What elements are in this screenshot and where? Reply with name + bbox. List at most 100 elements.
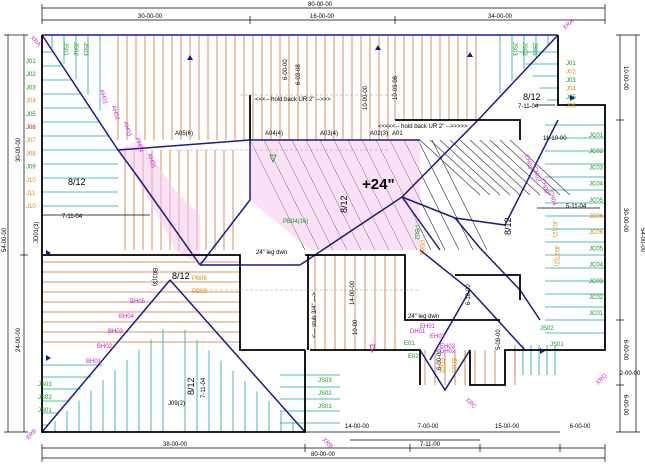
diagonal-line	[419, 139, 481, 196]
misc-member-label: PB03	[418, 240, 424, 255]
diagonal-line	[479, 139, 541, 196]
pitch-top-right: 8/12	[523, 92, 541, 102]
js-bottom-mid-label: JS02	[318, 391, 332, 397]
diagonal-line	[459, 139, 521, 196]
a-girder-label: A04(4)	[265, 131, 283, 137]
j-right-label: J03	[566, 78, 576, 84]
diagonal-line	[469, 139, 531, 196]
dim-bottom-seg-3: 7-00-00	[418, 424, 439, 430]
jc-right-label: JC03	[589, 279, 604, 285]
v-dim-5: 14-00-00	[350, 280, 356, 305]
js-top-left-label: JS01	[62, 42, 68, 56]
diagonal-line	[449, 139, 511, 196]
ch-label: CH01	[523, 154, 533, 171]
v-dim-8: 6-00-00	[437, 349, 443, 370]
j-right-label: J02	[566, 70, 576, 76]
pb-label: PB05	[192, 289, 207, 295]
marker-pink-triangle	[369, 344, 376, 354]
dim-right-seg-3: 6-00-00	[622, 340, 628, 361]
ch-label: CH02	[531, 166, 541, 183]
dim-bottom-seg-1: 38-00-00	[163, 442, 188, 448]
hold-back-note-2: <<<<<-- hold back UR 2" -->>>>>	[378, 124, 468, 130]
jc-right-label: JC06	[589, 230, 604, 236]
j-left-label: J07	[26, 138, 36, 144]
js-top-left-label: JS02	[72, 42, 78, 56]
jc-right-label: JC05	[589, 246, 604, 252]
v-dim-7: 5-09-00	[496, 329, 502, 350]
dim-left-seg-2: 24-00-00	[16, 327, 22, 352]
dim-right-seg-5: 6-00-00	[622, 395, 628, 416]
js-bottom-mid-label: JS01	[318, 404, 332, 410]
dim-bottom-sub: 7-11-00	[420, 442, 441, 448]
j-left-label: J05	[26, 112, 36, 118]
dim-bottom-seg-4: 15-00-00	[495, 424, 520, 430]
jc-right-label: JC06	[589, 214, 604, 220]
dim-bottom-seg-5: 6-00-00	[570, 424, 591, 430]
misc-member-label: J07(2)	[551, 220, 557, 237]
ah-label: AH03	[122, 121, 132, 138]
jc-right-label: JC01	[589, 133, 604, 139]
ch-label: CH03	[539, 178, 549, 195]
j-left-label: J11	[26, 191, 36, 197]
gray-dash-lines	[170, 94, 420, 291]
ah-label: AH02	[110, 105, 120, 122]
ah-label: AH05	[146, 153, 156, 170]
jack-rafter-lines	[42, 35, 605, 432]
bh-label: BH03	[108, 329, 124, 335]
v-dim-3: 10-00-00	[363, 85, 369, 110]
v-dim-1: 6-00-00	[283, 59, 289, 80]
common-rafter-lines	[42, 35, 516, 385]
a-girder-label: A02(3)	[370, 131, 388, 137]
ah-label: AH01	[98, 89, 108, 106]
pitch-left: 8/12	[68, 177, 86, 187]
pitch-right: 8/12	[503, 217, 513, 235]
dim-top-total: 80-00-00	[308, 2, 333, 8]
misc-member-label: JS02	[540, 326, 554, 332]
dim-left-seg-1: 30-00-00	[16, 137, 22, 162]
js-bottom-left-label: JS02	[38, 395, 52, 401]
pitch-center: 8/12	[339, 195, 349, 213]
marker-green-triangle	[269, 154, 277, 164]
dim-bottom-total: 80-00-00	[311, 452, 336, 458]
jc-right-label: JC03	[589, 165, 604, 171]
misc-member-label: PB04(16)	[283, 219, 308, 225]
j-right-label: J06	[566, 104, 576, 110]
js-top-right-label: JS02	[521, 42, 527, 56]
misc-member-label: B01(3)	[151, 268, 157, 286]
pitch-mid-left: 8/12	[172, 271, 190, 281]
pink-region-left	[118, 140, 200, 265]
a-girder-label: A03(4)	[320, 131, 338, 137]
pb-label: PB06	[192, 276, 207, 282]
dim-right-seg-1: 10-00-00	[622, 66, 628, 91]
misc-member-label: E02	[408, 354, 419, 360]
diagonal-line	[429, 139, 491, 196]
eh-label: EH02	[430, 334, 446, 340]
ah-label: AH04	[134, 137, 144, 154]
jc-right-label: JC02	[589, 295, 604, 301]
member-labels: J01J02J03J04J05J06J07J08J09J10J11J10J01J…	[25, 18, 609, 450]
v-dim-9: 6-10-00	[466, 284, 472, 305]
bh-label: BH05	[130, 299, 146, 305]
misc-member-label: ED03	[450, 358, 456, 374]
corner-label: XRB	[25, 428, 38, 441]
diagonal-line	[431, 139, 488, 251]
dh-label: DH02	[440, 349, 456, 355]
bh-label: BH02	[97, 344, 113, 350]
hip-lines	[41, 34, 559, 433]
pitch-bottom: 8/12	[186, 377, 196, 395]
j-left-label: J10	[26, 178, 36, 184]
dh-label: DH01	[410, 329, 426, 335]
jc-right-label: JC04	[589, 263, 604, 269]
setback-right: 7-11-04	[518, 104, 539, 110]
pink-region-center	[250, 140, 420, 250]
j-right-label: J04	[566, 87, 576, 93]
misc-member-label: ED02	[438, 358, 444, 374]
setback-mid: 11-10-00	[543, 136, 567, 142]
misc-member-label: JD01(3)	[34, 222, 40, 243]
setback-left: 7-11-04	[62, 214, 83, 220]
diagonal-line	[499, 139, 561, 196]
misc-member-label: JS01	[550, 342, 564, 348]
ch-label: CH04	[547, 190, 557, 207]
jc-right-label: JC04	[589, 182, 604, 188]
dim-right-seg-4: 2-00-00	[620, 371, 641, 377]
